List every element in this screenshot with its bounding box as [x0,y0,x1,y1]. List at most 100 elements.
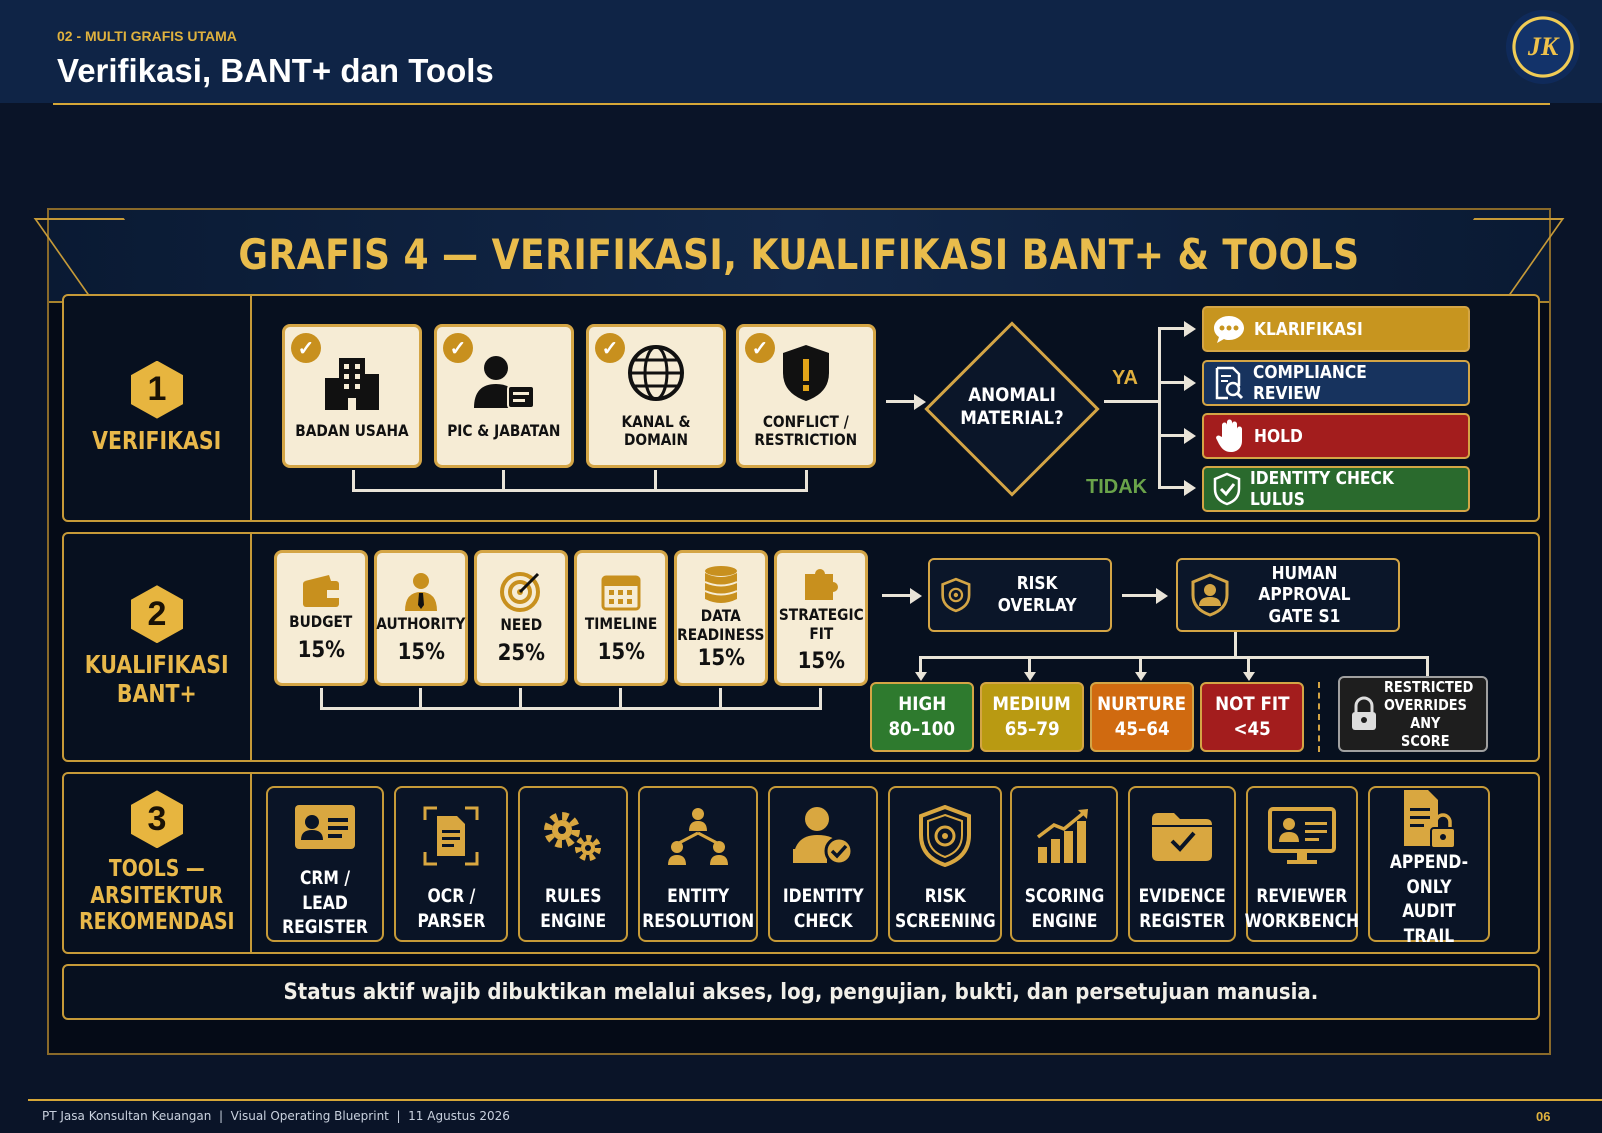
arrow-to-approval [1122,594,1158,597]
tier-range: 65–79 [1004,718,1060,740]
arrowhead [1135,672,1147,681]
outcome-label: IDENTITY CHECK LULUS [1249,468,1394,510]
section-verifikasi: 1 VERIFIKASI ✓ BADAN USAHA ✓ PIC & JABAT… [62,294,1540,522]
decision-label: ANOMALI MATERIAL? [960,384,1064,429]
bracket-tick [719,688,722,710]
bant-weight: 15% [397,639,445,665]
tool-evidence-register: EVIDENCE REGISTER [1128,786,1236,942]
section-title: KUALIFIKASI BANT+ [85,650,229,708]
target-icon [500,572,540,613]
check-icon: ✓ [595,333,625,363]
bant-label: DATA READINESS [677,606,765,644]
section-2-label: 2 KUALIFIKASI BANT+ [64,534,252,760]
restricted-override-label: RESTRICTED OVERRIDES ANY SCORE [1384,678,1474,750]
arrowhead [1243,672,1255,681]
arrowhead [1184,321,1196,337]
bant-card-timeline: TIMELINE 15% [574,550,668,686]
check-card-label: KANAL & DOMAIN [621,411,691,449]
folder-check-icon [1152,813,1212,861]
check-icon: ✓ [291,333,321,363]
status-note-bar: Status aktif wajib dibuktikan melalui ak… [62,964,1540,1020]
bar-chart-icon [1036,809,1088,863]
check-card-label: CONFLICT / RESTRICTION [754,411,858,449]
monitor-user-icon [1268,807,1336,864]
tool-label: CRM / LEAD REGISTER [282,866,368,939]
tier-name: MEDIUM [992,693,1072,716]
page-title: Verifikasi, BANT+ dan Tools [57,52,494,89]
tool-label: EVIDENCE REGISTER [1138,885,1226,932]
check-card-label: BADAN USAHA [295,420,409,440]
bant-bracket [320,688,822,710]
tier-range: <45 [1233,718,1271,740]
bant-label: BUDGET [289,612,353,632]
bant-card-strategic-fit: STRATEGIC FIT 15% [774,550,868,686]
tier-name: NURTURE [1097,693,1187,716]
tier-separator [1318,682,1320,752]
arrow-to-risk [882,594,912,597]
tool-label: IDENTITY CHECK [782,885,864,932]
company-logo: JK [1506,10,1580,84]
wallet-icon [303,575,339,608]
bracket-tick [619,688,622,710]
bracket-tick [502,470,505,492]
shield-target-icon [941,577,971,613]
outcome-hold: HOLD [1202,413,1470,459]
tool-label: APPEND-ONLY AUDIT TRAIL [1389,851,1469,948]
tier-drop-line [919,656,922,674]
outcome-identity-check-lulus: IDENTITY CHECK LULUS [1202,466,1470,512]
section-3-label: 3 TOOLS — ARSITEKTUR REKOMENDASI [64,774,252,952]
graphic-title-bar: GRAFIS 4 — VERIFIKASI, KUALIFIKASI BANT+… [33,210,1565,303]
database-icon [704,566,738,604]
infographic-panel: GRAFIS 4 — VERIFIKASI, KUALIFIKASI BANT+… [33,208,1565,1055]
gears-icon [544,812,601,861]
yes-label: YA [1112,367,1138,389]
tier-not-fit: NOT FIT <45 [1200,682,1304,752]
tier-range: 45–64 [1114,718,1170,740]
chat-icon [1214,316,1244,343]
branch-line [1158,381,1186,384]
check-card-kanal-domain: ✓ KANAL & DOMAIN [586,324,726,468]
tier-drop-line [1028,656,1031,674]
tool-ocr-parser: OCR / PARSER [394,786,508,942]
section-number-badge: 2 [131,585,183,644]
tier-name: NOT FIT [1214,693,1290,716]
arrowhead [1184,375,1196,391]
restricted-override-box: RESTRICTED OVERRIDES ANY SCORE [1338,676,1488,752]
tool-label: REVIEWER WORKBENCH [1244,885,1360,932]
tool-label: SCORING ENGINE [1024,885,1104,932]
bracket-tick [654,470,657,492]
tool-append-only-audit-trail: APPEND-ONLY AUDIT TRAIL [1368,786,1490,947]
tool-rules-engine: RULES ENGINE [518,786,628,942]
tier-name: HIGH [898,693,946,716]
header-divider [53,103,1550,105]
tier-high: HIGH 80–100 [870,682,974,752]
bracket-tick [419,688,422,710]
branch-line [1158,434,1186,437]
approval-gate-box: HUMAN APPROVAL GATE S1 [1176,558,1400,632]
tool-label: RULES ENGINE [540,885,606,932]
tool-entity-resolution: ENTITY RESOLUTION [638,786,758,942]
shield-check-icon [1213,472,1241,506]
lock-icon [1352,696,1376,730]
bant-label: STRATEGIC FIT [778,605,864,643]
arrowhead [1184,480,1196,496]
outcome-compliance-review: COMPLIANCE REVIEW [1202,360,1470,406]
footer-divider [28,1099,1602,1101]
risk-overlay-box: RISK OVERLAY [928,558,1112,632]
tier-drop-line [1247,656,1250,674]
outcome-label: KLARIFIKASI [1254,318,1363,340]
scan-document-icon [423,806,479,866]
check-card-conflict-restriction: ✓ CONFLICT / RESTRICTION [736,324,876,468]
arrowhead [910,588,922,604]
section-tools: 3 TOOLS — ARSITEKTUR REKOMENDASI CRM / L… [62,772,1540,954]
section-title: TOOLS — ARSITEKTUR REKOMENDASI [79,856,235,936]
calendar-icon [601,575,641,611]
outcome-klarifikasi: KLARIFIKASI [1202,306,1470,352]
shield-target-icon [919,805,971,867]
globe-icon [628,344,684,401]
tool-label: ENTITY RESOLUTION [642,885,754,932]
hand-stop-icon [1216,419,1242,452]
tool-scoring-engine: SCORING ENGINE [1010,786,1118,942]
outcome-label: HOLD [1254,425,1303,447]
graphic-title: GRAFIS 4 — VERIFIKASI, KUALIFIKASI BANT+… [238,230,1360,279]
